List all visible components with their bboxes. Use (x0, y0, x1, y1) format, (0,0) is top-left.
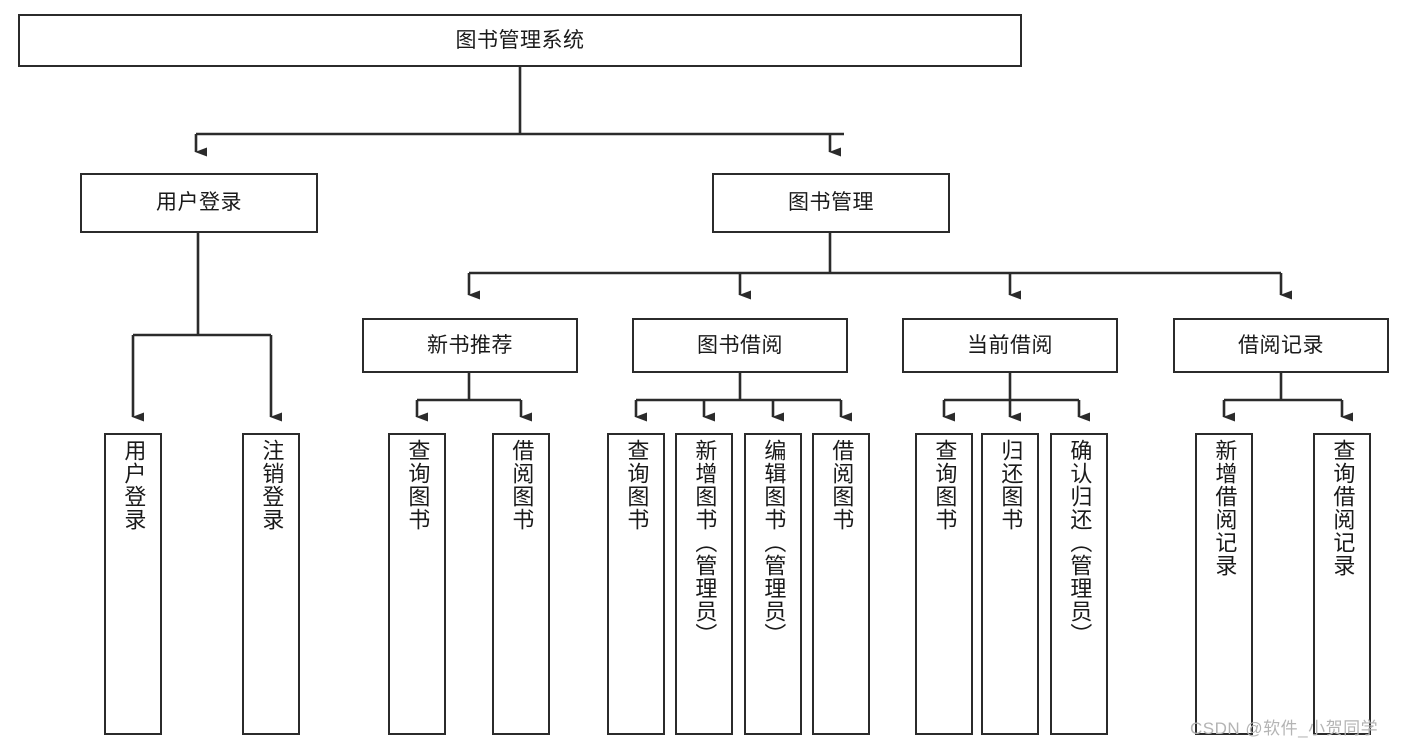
leaf-return-book[interactable]: 归还图书 (981, 433, 1039, 735)
node-label: 用户登录 (121, 439, 147, 531)
node-label: 图书管理 (788, 191, 874, 215)
node-label: 确认归还（管理员） (1067, 439, 1093, 646)
node-book-borrow[interactable]: 图书借阅 (632, 318, 848, 373)
node-label: 查询图书 (932, 439, 958, 531)
leaf-edit-book-admin[interactable]: 编辑图书（管理员） (744, 433, 802, 735)
node-current-borrow[interactable]: 当前借阅 (902, 318, 1118, 373)
node-label: 当前借阅 (967, 333, 1053, 357)
node-label: 新书推荐 (427, 333, 513, 357)
node-label: 查询图书 (624, 439, 650, 531)
node-label: 查询借阅记录 (1330, 439, 1356, 577)
leaf-borrow-book-1[interactable]: 借阅图书 (492, 433, 550, 735)
node-user-login[interactable]: 用户登录 (80, 173, 318, 233)
leaf-user-login[interactable]: 用户登录 (104, 433, 162, 735)
leaf-query-book-1[interactable]: 查询图书 (388, 433, 446, 735)
node-label: 借阅图书 (829, 439, 855, 531)
node-book-management-system[interactable]: 图书管理系统 (18, 14, 1022, 67)
leaf-logout-login[interactable]: 注销登录 (242, 433, 300, 735)
node-label: 新增图书（管理员） (692, 439, 718, 646)
leaf-query-borrow-record[interactable]: 查询借阅记录 (1313, 433, 1371, 735)
node-label: 图书管理系统 (455, 28, 585, 52)
node-label: 编辑图书（管理员） (761, 439, 787, 646)
node-label: 归还图书 (998, 439, 1024, 531)
leaf-add-borrow-record[interactable]: 新增借阅记录 (1195, 433, 1253, 735)
node-label: 新增借阅记录 (1212, 439, 1238, 577)
node-book-management[interactable]: 图书管理 (712, 173, 950, 233)
node-label: 图书借阅 (697, 333, 783, 357)
node-label: 用户登录 (156, 191, 242, 215)
node-label: 查询图书 (405, 439, 431, 531)
leaf-borrow-book-2[interactable]: 借阅图书 (812, 433, 870, 735)
node-label: 借阅图书 (509, 439, 535, 531)
node-new-book-recommend[interactable]: 新书推荐 (362, 318, 578, 373)
node-borrow-record[interactable]: 借阅记录 (1173, 318, 1389, 373)
leaf-query-book-2[interactable]: 查询图书 (607, 433, 665, 735)
leaf-add-book-admin[interactable]: 新增图书（管理员） (675, 433, 733, 735)
leaf-query-book-3[interactable]: 查询图书 (915, 433, 973, 735)
node-label: 借阅记录 (1238, 333, 1324, 357)
leaf-confirm-return-admin[interactable]: 确认归还（管理员） (1050, 433, 1108, 735)
node-label: 注销登录 (259, 439, 285, 531)
